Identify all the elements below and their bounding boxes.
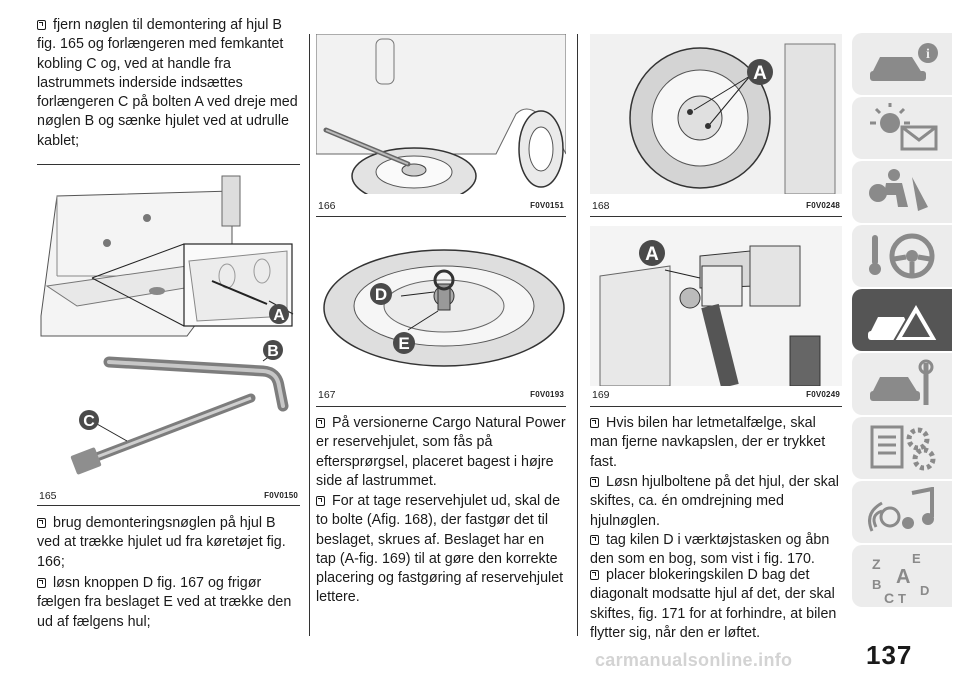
callout-a-badge	[639, 240, 665, 266]
tab-maintenance[interactable]	[852, 353, 952, 415]
bullet-icon	[37, 20, 46, 30]
figure-166-illustration	[316, 34, 566, 194]
callout-e-badge	[393, 332, 415, 354]
figure-168-illustration: A	[590, 34, 842, 194]
bullet-icon	[590, 418, 599, 428]
bullet-icon	[316, 418, 325, 428]
divider	[590, 406, 842, 407]
emergency-icon	[868, 301, 940, 342]
figure-169: A 169 F0V0249	[590, 226, 842, 407]
figure-code: F0V0151	[530, 201, 564, 210]
bullet-icon	[590, 477, 599, 487]
callout-b-label: B	[267, 343, 279, 360]
figure-168: A 168 F0V0248	[590, 34, 842, 217]
figure-code: F0V0150	[264, 491, 298, 500]
tab-vehicle-info[interactable]: i	[852, 33, 952, 95]
figure-number: 168	[592, 200, 610, 212]
watermark: carmanualsonline.info	[595, 650, 793, 670]
steering-wheel-icon	[869, 233, 935, 279]
figure-number: 165	[39, 490, 57, 502]
column-divider	[309, 34, 310, 636]
instruction-paragraph: placer blokeringskilen D bag det diagona…	[590, 567, 837, 641]
tab-index[interactable]: Z E B A C T D	[852, 545, 952, 607]
tab-emergency[interactable]	[852, 289, 952, 351]
instruction-paragraph: brug demonteringsnøglen på hjul B ved at…	[37, 515, 286, 570]
info-paragraph: For at tage reservehjulet ud, skal de to…	[316, 493, 564, 606]
tab-warning-lights[interactable]	[852, 97, 952, 159]
bullet-icon	[590, 535, 599, 545]
figure-167: D E 167 F0V0193	[316, 226, 566, 407]
tab-safety[interactable]	[852, 161, 952, 223]
warning-lights-icon	[870, 103, 938, 151]
tab-multimedia[interactable]	[852, 481, 952, 543]
bullet-icon	[590, 570, 599, 580]
multimedia-icon	[868, 487, 934, 532]
figure-167-caption: 167 F0V0193	[316, 389, 566, 403]
instruction-paragraph: Løsn hjulboltene på det hjul, der skal s…	[590, 474, 839, 529]
figure-166-caption: 166 F0V0151	[316, 200, 566, 214]
car-info-icon: i	[870, 43, 938, 81]
index-letter: A	[896, 566, 910, 588]
figure-168-caption: 168 F0V0248	[590, 200, 842, 214]
bullet-icon	[316, 496, 325, 506]
figure-code: F0V0248	[806, 201, 840, 210]
figure-169-caption: 169 F0V0249	[590, 389, 842, 403]
tab-technical-data[interactable]	[852, 417, 952, 479]
instruction-paragraph: tag kilen D i værktøjstasken og åbn den …	[590, 532, 830, 568]
technical-data-icon	[870, 425, 936, 471]
divider	[316, 406, 566, 407]
index-letter: D	[920, 583, 929, 598]
index-letter: C	[884, 590, 894, 606]
figure-number: 169	[592, 389, 610, 401]
figure-169-illustration: A	[590, 226, 842, 386]
maintenance-car-icon	[870, 359, 934, 405]
column-divider	[577, 34, 578, 636]
index-letter: T	[898, 591, 906, 606]
callout-d-badge	[370, 283, 392, 305]
divider	[590, 216, 842, 217]
divider	[37, 164, 300, 165]
instruction-paragraph: fjern nøglen til demontering af hjul B f…	[37, 17, 298, 149]
index-letter: E	[912, 551, 921, 566]
figure-166: 166 F0V0151	[316, 34, 566, 217]
svg-text:i: i	[926, 47, 930, 62]
figure-165-illustration: A B C	[40, 175, 294, 475]
callout-c-label: C	[83, 413, 95, 430]
index-letter: Z	[872, 556, 881, 572]
page-number: 137	[866, 640, 913, 670]
callout-a-badge	[747, 59, 773, 85]
figure-165: A B C 165 F0V0150	[37, 166, 300, 506]
airbag-safety-icon	[869, 169, 928, 211]
callout-a-badge	[269, 304, 289, 324]
figure-code: F0V0249	[806, 390, 840, 399]
index-icon: Z E B A C T D	[872, 551, 929, 606]
callout-d-label: D	[375, 285, 387, 304]
info-paragraph: På versionerne Cargo Natural Power er re…	[316, 415, 566, 489]
figure-167-illustration: D E	[323, 249, 565, 367]
callout-b-badge	[263, 340, 283, 360]
figure-165-caption: 165 F0V0150	[37, 490, 300, 504]
index-letter: B	[872, 577, 881, 592]
figure-number: 167	[318, 389, 336, 401]
callout-a-label: A	[273, 307, 285, 324]
divider	[37, 505, 300, 506]
figure-code: F0V0193	[530, 390, 564, 399]
callout-a-label: A	[753, 63, 767, 84]
divider	[316, 216, 566, 217]
tab-driving[interactable]	[852, 225, 952, 287]
figure-number: 166	[318, 200, 336, 212]
callout-c-badge	[79, 410, 99, 430]
callout-a-label: A	[645, 244, 659, 265]
instruction-paragraph: løsn knoppen D fig. 167 og frigør fælgen…	[37, 575, 292, 630]
callout-e-label: E	[398, 334, 409, 353]
info-paragraph: Hvis bilen har letmetalfælge, skal man f…	[590, 415, 826, 470]
bullet-icon	[37, 518, 46, 528]
bullet-icon	[37, 578, 46, 588]
